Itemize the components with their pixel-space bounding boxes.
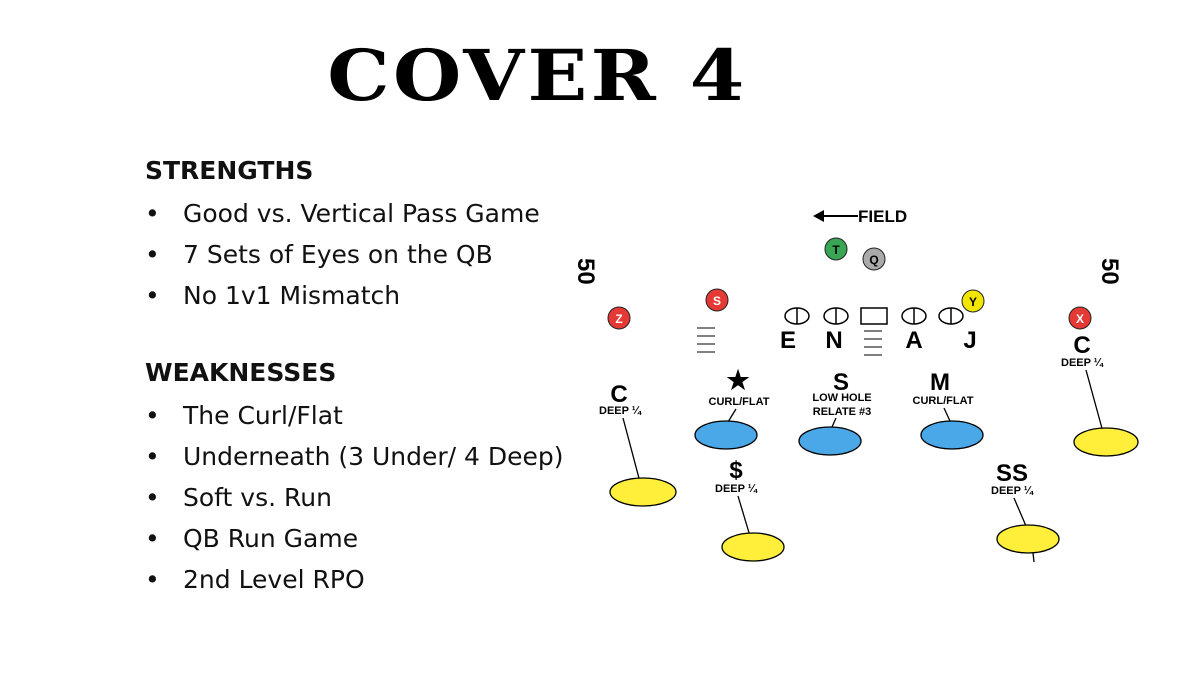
under-zone [798,426,862,456]
offense-quarterback: Q [862,247,886,271]
defender-label: SS [996,460,1028,487]
deep-zone [609,477,677,507]
yard-marker-right: 50 [1096,258,1123,285]
bullet: • [145,199,160,228]
zone-label: CURL/FLAT [913,395,974,407]
offensive-line [784,307,964,325]
player-label: X [1076,312,1084,326]
field-direction-arrow: FIELD [813,207,907,226]
list-item: • 7 Sets of Eyes on the QB [145,234,540,275]
page-title: COVER 4 [327,34,748,117]
list-item-text: The Curl/Flat [183,401,343,430]
defender-right-corner: C DEEP ¼ [1061,332,1139,457]
list-item-text: QB Run Game [183,524,359,553]
under-zone [694,420,758,450]
list-item-text: 2nd Level RPO [183,565,365,594]
bullet: • [145,281,160,310]
zone-label: DEEP ¼ [599,405,642,417]
list-item-text: Good vs. Vertical Pass Game [183,199,540,228]
zone-label: RELATE #3 [813,406,871,418]
defender-sam: S LOW HOLE RELATE #3 [798,369,872,456]
list-item: • 2nd Level RPO [145,559,564,600]
yard-marker-left: 50 [572,258,599,285]
bullet: • [145,401,160,430]
weaknesses-section: WEAKNESSES • The Curl/Flat • Underneath (3… [145,358,564,600]
strengths-heading: STRENGTHS [145,156,314,185]
hash-marks-middle [864,330,882,356]
defender-free-safety: $ DEEP ¼ [715,457,785,562]
front-nose-label: N [825,327,842,354]
center [860,307,888,325]
player-label: S [713,294,721,308]
offense-z-receiver: Z [607,306,631,330]
list-item: • QB Run Game [145,518,564,559]
defender-strong-safety: SS DEEP ¼ [991,460,1060,563]
deep-zone [721,532,785,562]
player-label: T [832,243,840,257]
bullet: • [145,524,160,553]
player-label: Z [615,312,622,326]
field-label: FIELD [858,207,907,226]
front-a-label: A [905,327,922,354]
defender-mike: M CURL/FLAT [913,369,984,450]
list-item: • Good vs. Vertical Pass Game [145,193,540,234]
defender-label: S [833,369,849,396]
list-item: • Soft vs. Run [145,477,564,518]
under-zone [920,420,984,450]
defender-label: $ [729,457,743,484]
bullet: • [145,442,160,471]
offense-x-receiver: X [1068,306,1092,330]
bullet: • [145,483,160,512]
player-label: Y [969,295,977,309]
list-item: • No 1v1 Mismatch [145,275,540,316]
zone-label: DEEP ¼ [715,483,758,495]
front-end-label: E [780,327,796,354]
zone-label: DEEP ¼ [1061,357,1104,369]
weaknesses-heading: WEAKNESSES [145,358,337,387]
strengths-list: • Good vs. Vertical Pass Game • 7 Sets of … [145,193,540,316]
defender-label: C [1073,332,1090,359]
deep-zone [996,524,1060,554]
list-item: • The Curl/Flat [145,395,564,436]
offense-slot-receiver: S [705,288,729,312]
list-item: • Underneath (3 Under/ 4 Deep) [145,436,564,477]
list-item-text: No 1v1 Mismatch [183,281,401,310]
weaknesses-list: • The Curl/Flat • Underneath (3 Under/ 4 D… [145,395,564,600]
zone-label: LOW HOLE [812,392,871,404]
bullet: • [145,240,160,269]
front-j-label: J [963,327,976,354]
list-item-text: Soft vs. Run [183,483,332,512]
player-label: Q [869,253,878,267]
hash-marks-left [697,327,715,353]
defender-label: C [610,381,627,408]
offense-y-receiver: Y [961,289,985,313]
strengths-section: STRENGTHS • Good vs. Vertical Pass Game •… [145,156,540,316]
zone-label: CURL/FLAT [709,396,770,408]
list-item-text: 7 Sets of Eyes on the QB [183,240,493,269]
defender-left-corner: C DEEP ¼ [599,381,677,507]
defender-label: M [930,369,950,396]
list-item-text: Underneath (3 Under/ 4 Deep) [183,442,564,471]
defender-star: ★ CURL/FLAT [694,365,770,450]
defender-label: ★ [726,365,750,395]
deep-zone [1073,427,1139,457]
bullet: • [145,565,160,594]
offense-tight-end: T [824,237,848,261]
zone-label: DEEP ¼ [991,485,1034,497]
